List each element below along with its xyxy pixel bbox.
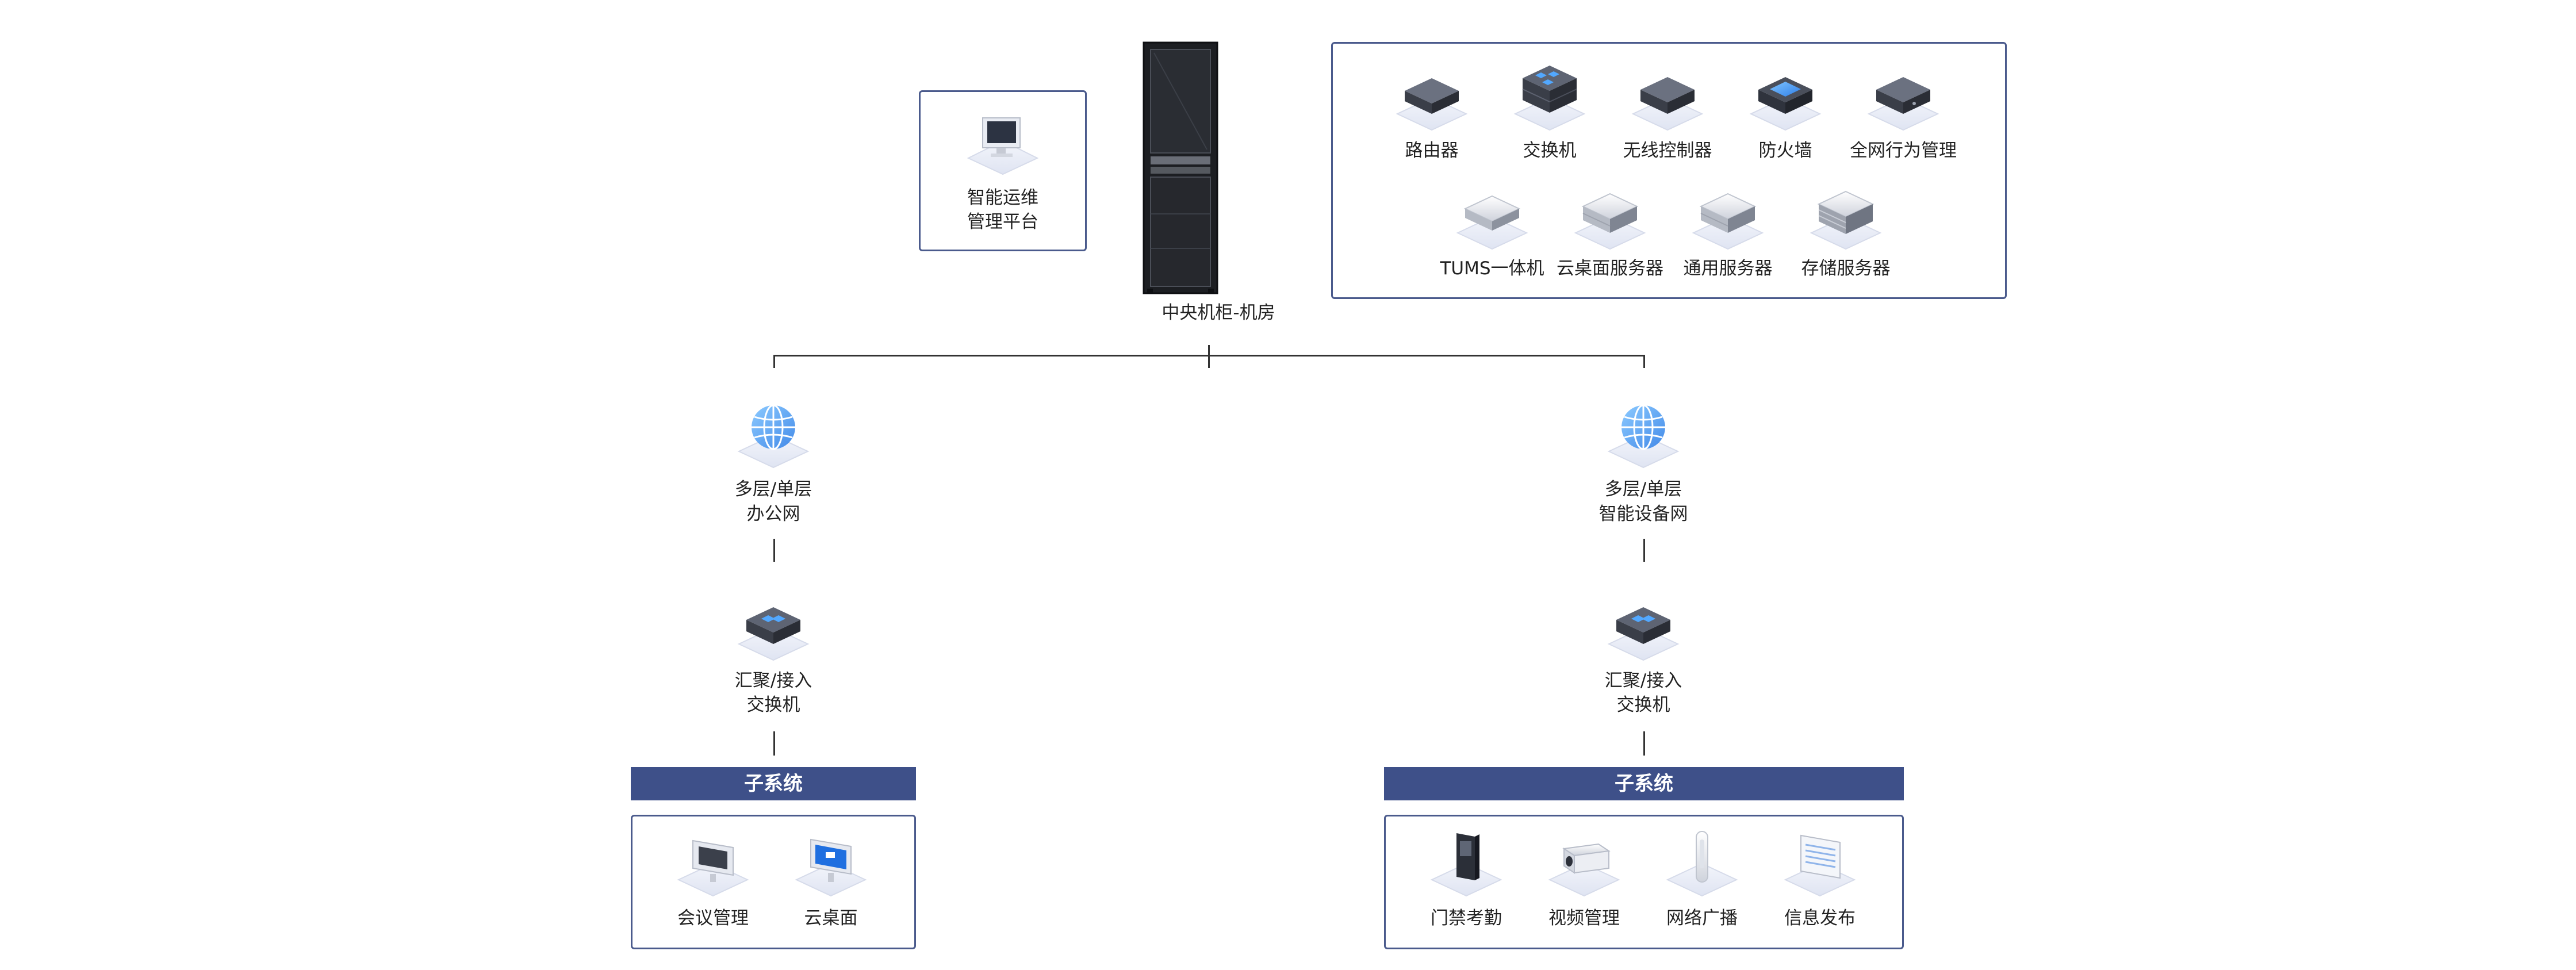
router-icon (1394, 68, 1469, 133)
monitor-icon (965, 112, 1040, 178)
firewall-icon (1748, 68, 1823, 133)
speaker-icon (1665, 828, 1739, 899)
left-switch-label-line1: 汇聚/接入 (734, 670, 812, 691)
left-subsystem-label-meeting: 会议管理 (677, 908, 749, 929)
device-label-firewall: 防火墙 (1758, 140, 1812, 161)
switch-icon (1512, 62, 1587, 133)
globe-icon (1606, 400, 1681, 471)
device-label-cloud-desktop-server: 云桌面服务器 (1557, 258, 1663, 279)
camera-icon (1547, 834, 1621, 899)
device-label-tums: TUMS一体机 (1440, 258, 1544, 279)
central-rack-label: 中央机柜-机房 (1162, 302, 1275, 323)
right-network-label-line1: 多层/单层 (1604, 479, 1682, 500)
behavior-management-icon (1866, 68, 1941, 133)
server-icon (1455, 187, 1529, 252)
connector-left-network-switch (773, 539, 775, 562)
info-board-icon (1782, 831, 1857, 899)
left-network-label-line2: 办公网 (746, 504, 800, 524)
connector-right-drop (1643, 355, 1645, 368)
server-icon (1573, 187, 1647, 252)
left-switch-label-line2: 交换机 (746, 695, 800, 715)
left-network-label-line1: 多层/单层 (734, 479, 812, 500)
switch-icon (1606, 598, 1681, 664)
right-network-label-line2: 智能设备网 (1598, 504, 1688, 524)
right-subsystem-label-broadcast: 网络广播 (1666, 908, 1738, 929)
left-subsystem-box (631, 815, 916, 949)
server-icon (1690, 187, 1765, 252)
left-subsystem-label-cloud-desktop: 云桌面 (804, 908, 858, 929)
wireless-controller-icon (1630, 68, 1705, 133)
device-label-router: 路由器 (1405, 140, 1459, 161)
connector-left-drop (773, 355, 775, 368)
connector-left-switch-subsystem (773, 731, 775, 756)
left-subsystem-title: 子系统 (631, 767, 916, 800)
right-switch-label-line2: 交换机 (1616, 695, 1670, 715)
right-subsystem-label-video: 视频管理 (1548, 908, 1620, 929)
device-label-switch: 交换机 (1523, 140, 1577, 161)
connector-right-network-switch (1643, 539, 1645, 562)
device-label-behavior-management: 全网行为管理 (1850, 140, 1957, 161)
device-label-storage-server: 存储服务器 (1801, 258, 1891, 279)
device-label-wireless-controller: 无线控制器 (1623, 140, 1712, 161)
meeting-display-icon (676, 834, 750, 899)
server-rack-icon (1143, 41, 1218, 297)
platform-label-line1: 智能运维 (967, 187, 1038, 208)
access-control-icon (1429, 831, 1504, 899)
platform-label-line2: 管理平台 (967, 212, 1038, 232)
storage-server-icon (1808, 187, 1883, 252)
connector-center-stub (1208, 345, 1210, 368)
device-label-general-server: 通用服务器 (1683, 258, 1773, 279)
right-subsystem-label-access: 门禁考勤 (1431, 908, 1502, 929)
cloud-desktop-icon (793, 834, 868, 899)
switch-icon (736, 598, 811, 664)
globe-icon (736, 400, 811, 471)
connector-right-switch-subsystem (1643, 731, 1645, 756)
right-switch-label-line1: 汇聚/接入 (1604, 670, 1682, 691)
right-subsystem-title: 子系统 (1384, 767, 1904, 800)
right-subsystem-label-info-release: 信息发布 (1784, 908, 1856, 929)
